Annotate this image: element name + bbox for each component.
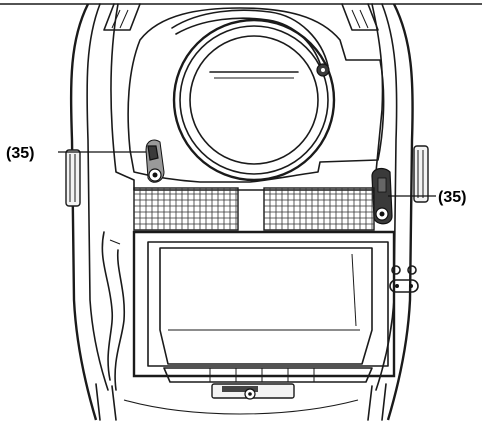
arc-arm [171, 9, 330, 77]
circular-port [172, 18, 336, 182]
bottom-connector [163, 367, 373, 400]
right-screw-cluster [389, 265, 419, 293]
left-callout-label: (35) [6, 145, 34, 162]
outer-housing [69, 3, 414, 421]
left-side-grip [65, 149, 81, 207]
right-vent-grille [263, 187, 375, 231]
upper-panel [110, 3, 385, 191]
left-cables [101, 231, 126, 391]
right-latch [371, 167, 393, 225]
lower-compartment [132, 230, 396, 378]
left-vent-grille [133, 187, 239, 231]
left-latch [145, 139, 165, 183]
bottom-feet [95, 383, 387, 421]
right-callout-label: (35) [438, 189, 466, 206]
right-side-grip [413, 145, 429, 203]
